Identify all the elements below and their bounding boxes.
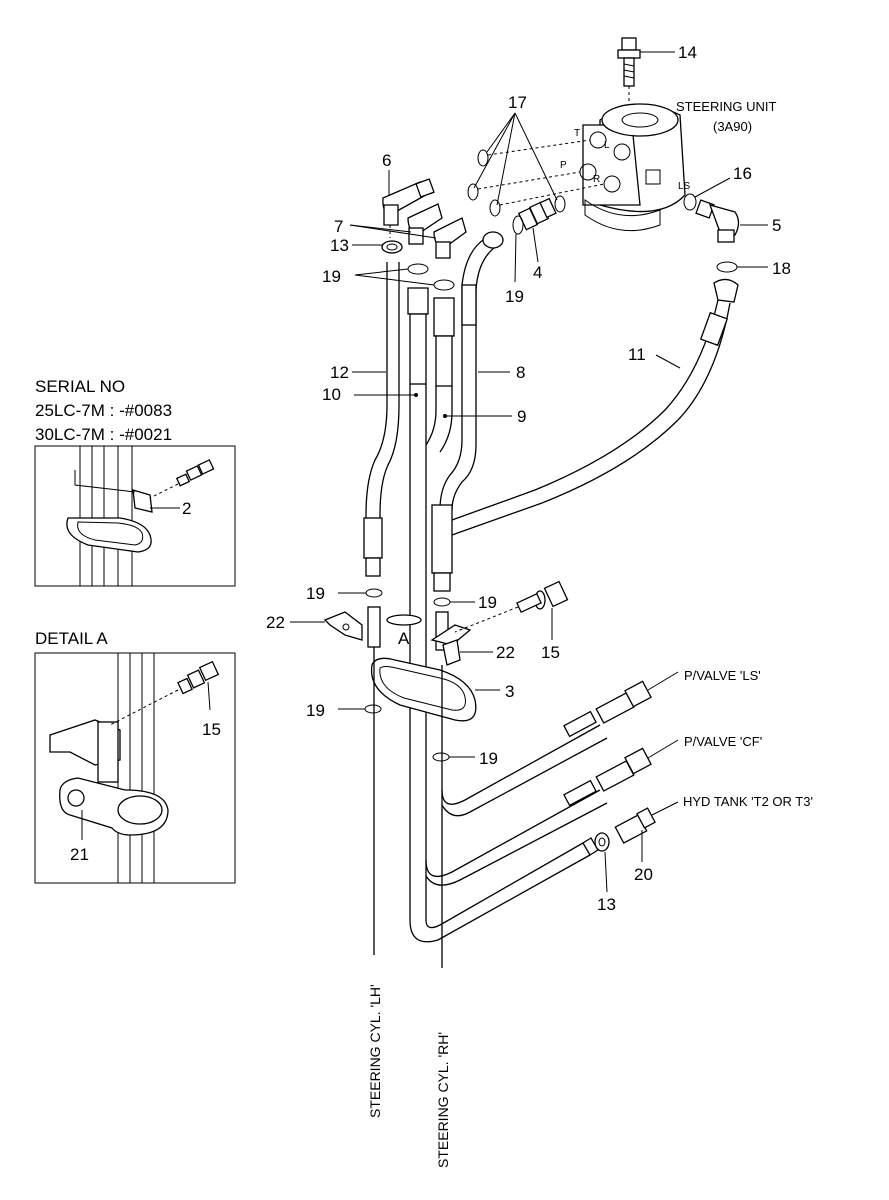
hose-12 <box>363 262 400 577</box>
part-number-5: 5 <box>772 216 781 235</box>
clamp-band-3 <box>370 657 477 722</box>
serial-box-line2: 30LC-7M : -#0021 <box>35 425 172 444</box>
part-number-19-right-lower: 19 <box>479 749 498 768</box>
part-number-11: 11 <box>628 345 646 364</box>
part-number-8: 8 <box>516 363 525 382</box>
hose-9 <box>425 297 455 453</box>
elbow-fitting-7a <box>407 203 443 245</box>
part-number-12: 12 <box>330 363 349 382</box>
hose-10 <box>407 287 591 943</box>
part-number-13-top: 13 <box>330 236 349 255</box>
part-number-19-left-upper: 19 <box>306 584 325 603</box>
part-number-14: 14 <box>678 43 697 62</box>
part-number-21: 21 <box>70 845 89 864</box>
part-number-22-left: 22 <box>266 613 285 632</box>
detail-box-frame <box>34 652 236 884</box>
part-number-15-detail: 15 <box>202 720 221 739</box>
part-number-10: 10 <box>322 385 341 404</box>
part-number-16: 16 <box>733 164 752 183</box>
part-number-15-center: 15 <box>541 643 560 662</box>
hose-pvalve-ls <box>441 680 652 817</box>
part-number-17: 17 <box>508 93 527 112</box>
steering-unit-model: (3A90) <box>713 119 752 134</box>
callout-pvalve-cf: P/VALVE 'CF' <box>684 734 762 749</box>
part-number-4: 4 <box>533 263 542 282</box>
part-number-19-left-lower: 19 <box>306 701 325 720</box>
port-l-label: L <box>604 140 610 151</box>
part-number-2: 2 <box>182 499 191 518</box>
hose-pvalve-cf <box>425 747 652 886</box>
port-ls-label: LS <box>678 181 691 192</box>
callout-pvalve-ls: P/VALVE 'LS' <box>684 668 761 683</box>
callout-steering-cyl-rh: STEERING CYL. 'RH' <box>435 1032 451 1168</box>
steering-unit-title: STEERING UNIT <box>676 99 776 114</box>
part-number-22-right: 22 <box>496 643 515 662</box>
part-number-7: 7 <box>334 217 343 236</box>
serial-box-title: SERIAL NO <box>35 377 125 396</box>
elbow-fitting-5 <box>695 199 740 243</box>
serial-box-frame <box>34 445 236 587</box>
port-r-label: R <box>593 174 600 185</box>
detail-a-marker: A <box>398 629 410 648</box>
part-number-19-mid: 19 <box>505 287 524 306</box>
hose-11 <box>451 278 739 536</box>
part-number-13-bottom: 13 <box>597 895 616 914</box>
elbow-fitting-7b <box>433 217 467 259</box>
port-t-label: T <box>574 128 580 139</box>
bolt-15-center <box>454 580 569 633</box>
part-number-6: 6 <box>382 151 391 170</box>
callout-steering-cyl-lh: STEERING CYL. 'LH' <box>367 984 383 1118</box>
part-number-19-top: 19 <box>322 267 341 286</box>
part-number-3: 3 <box>505 682 514 701</box>
serial-box-line1: 25LC-7M : -#0083 <box>35 401 172 420</box>
part-number-20: 20 <box>634 865 653 884</box>
straight-fitting-4 <box>512 197 557 235</box>
part-number-9: 9 <box>517 407 526 426</box>
port-p-label: P <box>560 160 567 171</box>
clamp-22-left <box>323 611 363 641</box>
steering-unit <box>579 103 686 232</box>
part-number-19-right-upper: 19 <box>478 593 497 612</box>
hose-8 <box>431 231 504 592</box>
detail-box-title: DETAIL A <box>35 629 108 648</box>
part-number-18: 18 <box>772 259 791 278</box>
callout-hyd-tank: HYD TANK 'T2 OR T3' <box>683 794 813 809</box>
bolt-14 <box>617 37 641 105</box>
fitting-20 <box>614 807 656 844</box>
